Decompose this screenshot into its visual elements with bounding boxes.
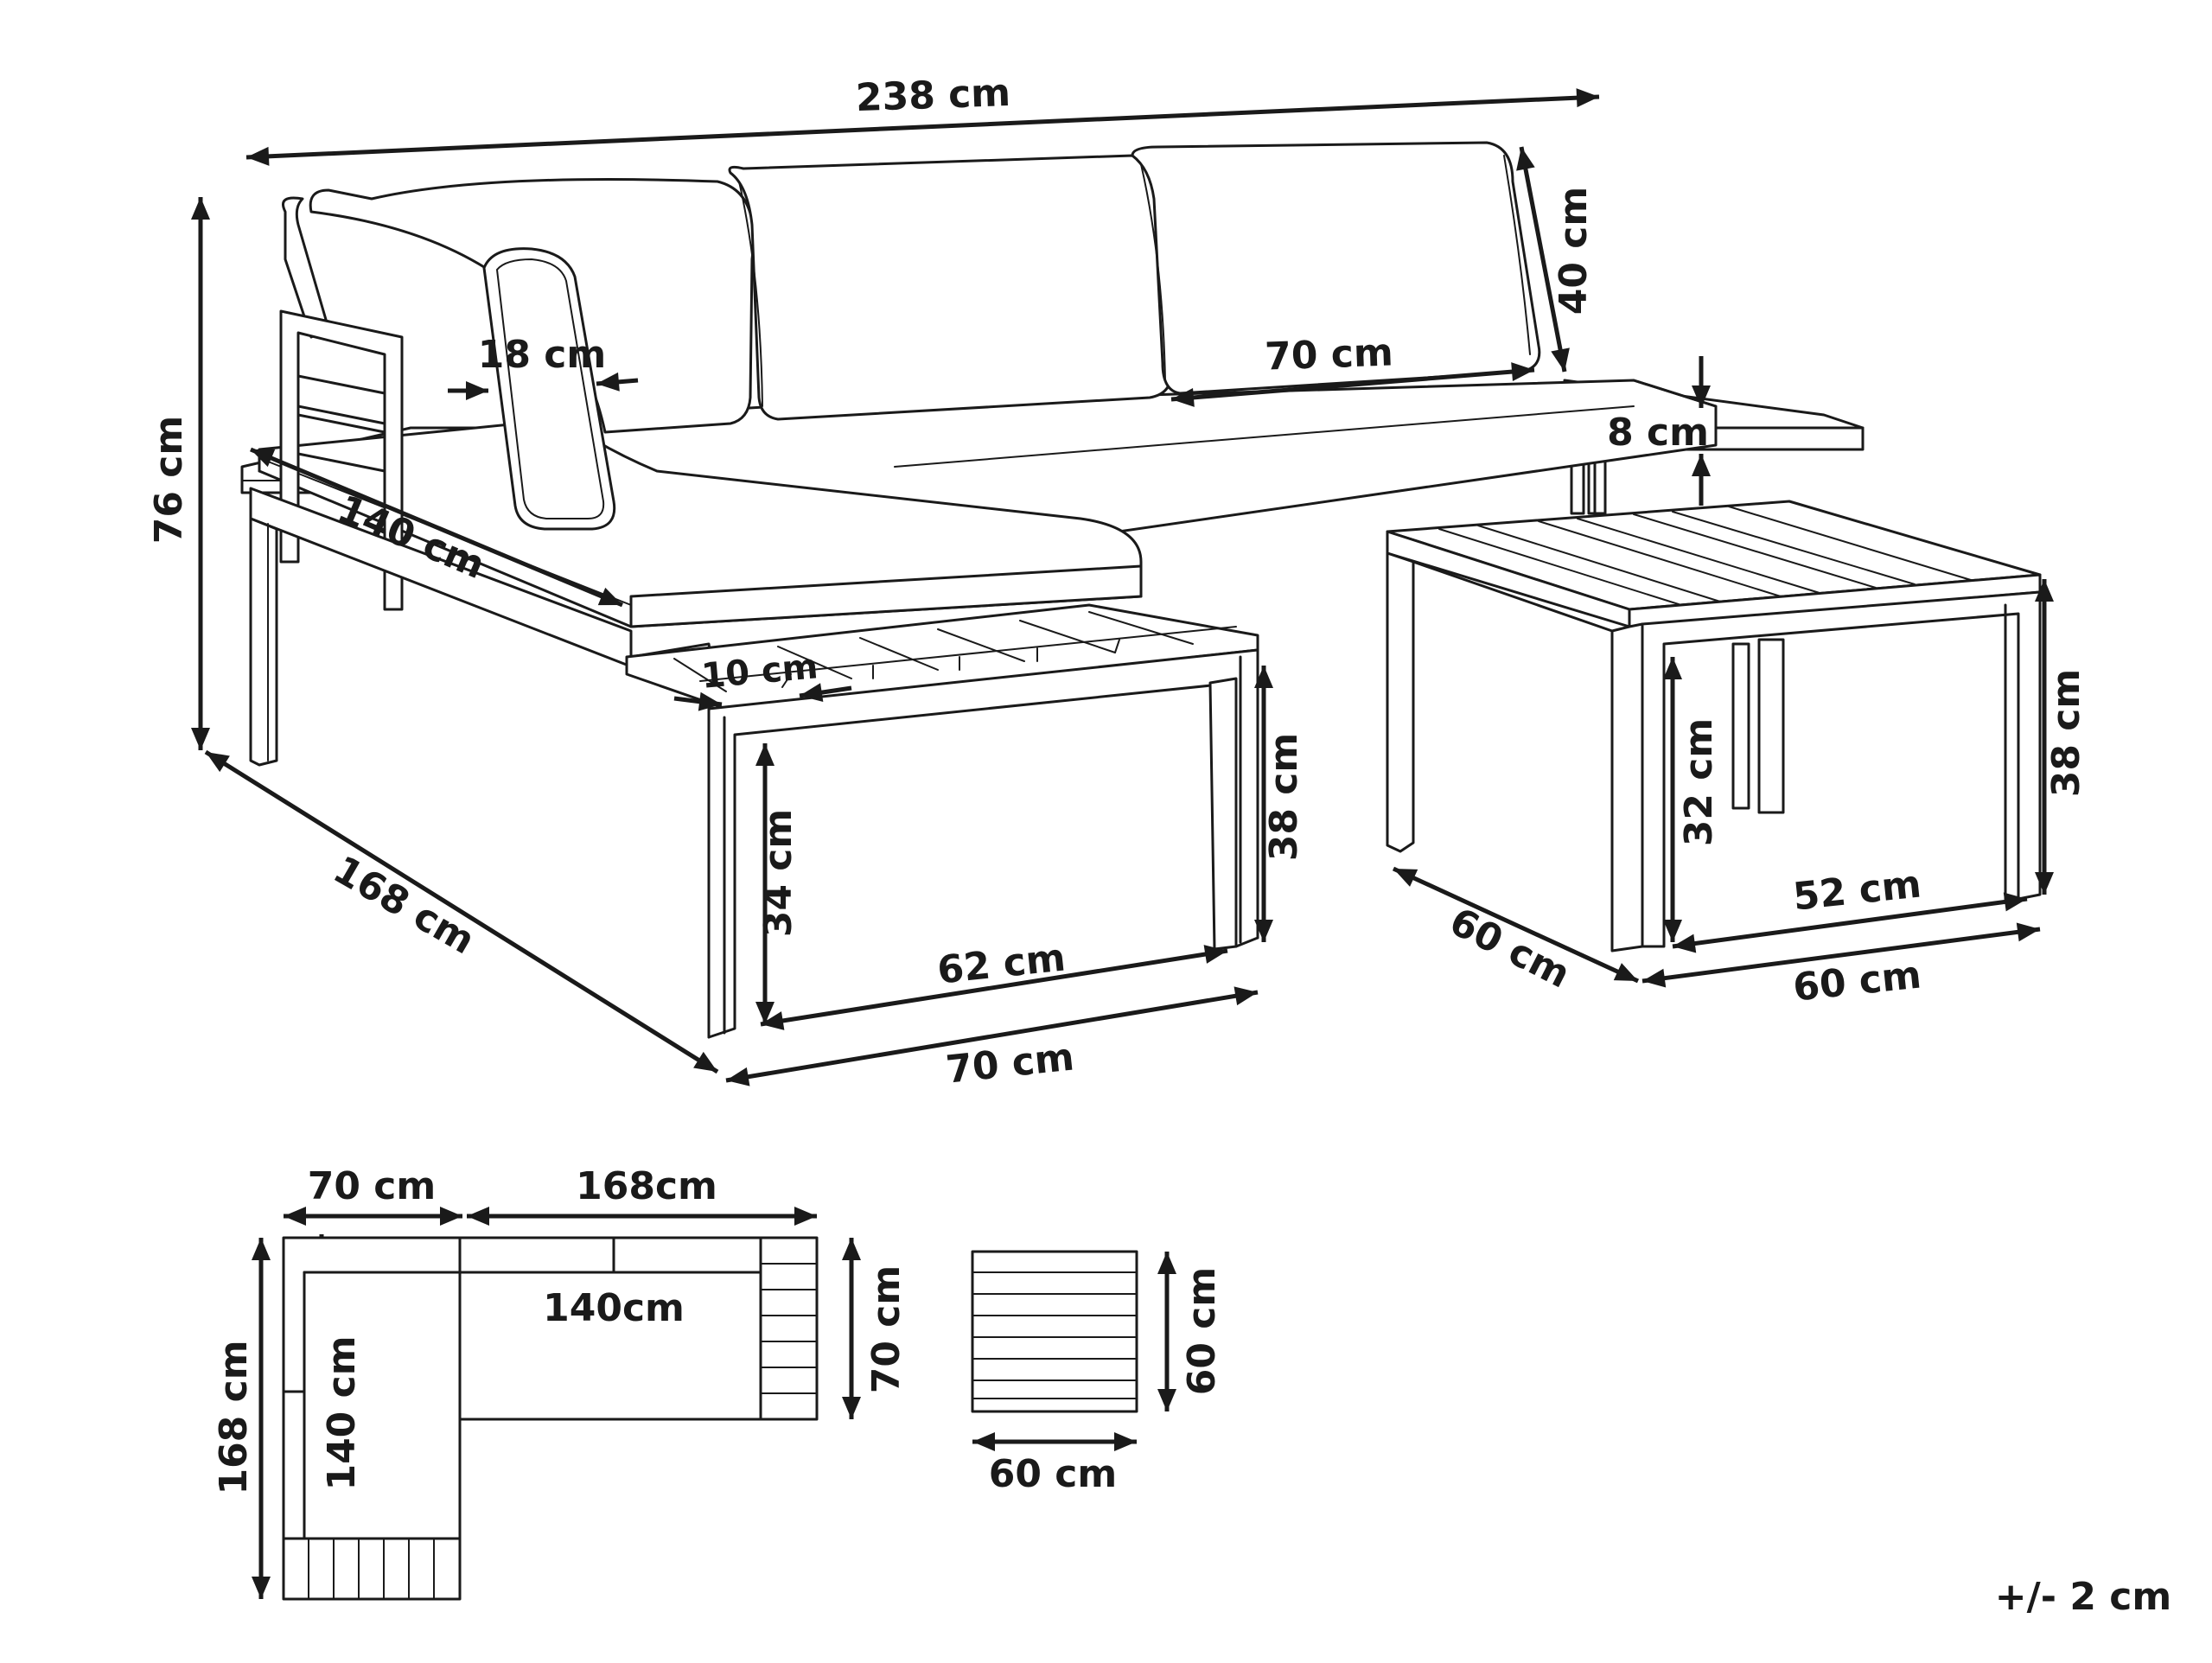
table-leg-front xyxy=(1610,622,1644,953)
label-backrest-height: 40 cm xyxy=(1552,187,1596,315)
label-total-width: 238 cm xyxy=(855,71,1011,120)
label-table-inner-width: 52 cm xyxy=(1791,862,1923,919)
arrowhead xyxy=(726,1067,750,1086)
arrowhead xyxy=(1692,454,1711,476)
arrowhead xyxy=(698,691,722,711)
arrowhead xyxy=(1157,1252,1176,1274)
arrowhead xyxy=(761,1011,785,1030)
arrowhead xyxy=(1393,869,1418,887)
plan-label-inner-length: 140cm xyxy=(543,1286,685,1330)
arrowhead xyxy=(467,1207,489,1226)
back-cushion-right xyxy=(1131,141,1541,395)
arrowhead xyxy=(755,743,775,766)
table-leg-left xyxy=(1386,551,1415,853)
arrowhead xyxy=(2035,579,2054,602)
arrowhead xyxy=(1511,362,1534,382)
arrowhead xyxy=(1157,1389,1176,1411)
dim-arrow-168 xyxy=(204,749,719,1074)
label-sofa-depth: 168 cm xyxy=(326,848,482,964)
dim-arrow-70-base xyxy=(725,990,1259,1083)
arrowhead xyxy=(972,1432,995,1451)
label-base-inner-height: 34 cm xyxy=(756,809,800,937)
dim-arrow-70-back xyxy=(1170,367,1535,402)
arrowhead xyxy=(1171,387,1195,407)
arrowhead xyxy=(1233,986,1258,1006)
arrowhead xyxy=(2035,872,2054,895)
dim-arrow-140 xyxy=(250,447,623,608)
side-table-drawing xyxy=(1386,500,2042,953)
plan-label-table-width: 60 cm xyxy=(989,1452,1117,1496)
arrowhead xyxy=(206,752,230,773)
left-armrest-frame xyxy=(279,309,404,611)
arrowhead xyxy=(800,683,824,703)
arrowhead xyxy=(252,1238,271,1260)
arrowhead xyxy=(284,1207,306,1226)
arrowhead xyxy=(1114,1432,1137,1451)
arrowhead xyxy=(596,372,620,392)
dim-arrow-52 xyxy=(1672,896,2028,949)
label-cushion-thickness: 8 cm xyxy=(1607,411,1709,455)
arrowhead xyxy=(842,1238,861,1260)
arrowhead xyxy=(597,587,622,606)
label-seat-height: 38 cm xyxy=(1262,733,1306,861)
plan-table-outline xyxy=(971,1250,1138,1413)
arrowhead xyxy=(755,1002,775,1024)
label-total-height: 76 cm xyxy=(147,416,191,544)
label-base-inner-width: 62 cm xyxy=(935,935,1068,992)
dim-arrow-60-width xyxy=(1641,927,2041,984)
dim-arrow-60-depth xyxy=(1392,866,1640,984)
plan-view-table xyxy=(971,1250,1138,1413)
arrowhead xyxy=(251,449,276,468)
arrowhead xyxy=(1613,963,1638,981)
arrowhead xyxy=(1576,88,1599,108)
arrowhead xyxy=(794,1207,817,1226)
dim-arrow-238 xyxy=(245,94,1600,160)
plan-label-top-right: 168cm xyxy=(576,1164,717,1208)
arrowhead xyxy=(466,381,488,400)
plan-label-table-depth: 60 cm xyxy=(1180,1267,1224,1395)
arrowhead xyxy=(1254,920,1273,942)
sofa-drawing xyxy=(240,141,1865,1039)
dim-arrow-62 xyxy=(760,948,1228,1027)
label-table-depth: 60 cm xyxy=(1443,900,1577,997)
arrowhead xyxy=(1642,968,1667,988)
arrowhead xyxy=(246,146,270,166)
arrowhead xyxy=(2003,892,2027,912)
arrowhead xyxy=(191,197,210,220)
arrowhead xyxy=(842,1397,861,1419)
plan-label-right-depth: 70 cm xyxy=(864,1265,908,1393)
arrowhead xyxy=(1663,657,1682,679)
table-back-leg xyxy=(1757,638,1785,814)
arrowhead xyxy=(693,1051,717,1072)
label-table-width: 60 cm xyxy=(1791,953,1923,1010)
label-table-height: 38 cm xyxy=(2044,669,2088,797)
label-armrest-cushion: 18 cm xyxy=(478,333,606,377)
plan-label-left-inner: 140 cm xyxy=(320,1335,364,1490)
label-back-cushion-width: 70 cm xyxy=(1264,330,1393,379)
left-leg xyxy=(249,517,278,767)
dim-arrow-40 xyxy=(1519,146,1567,373)
arrowhead xyxy=(2016,922,2040,942)
plan-view-sofa xyxy=(282,1236,819,1601)
arrowhead xyxy=(191,728,210,750)
arrowhead xyxy=(252,1577,271,1599)
plan-label-left-total: 168 cm xyxy=(212,1340,256,1494)
label-table-inner-height: 32 cm xyxy=(1677,718,1721,846)
armrest-cushion xyxy=(482,247,616,531)
arrowhead xyxy=(1254,666,1273,688)
back-cushion-middle xyxy=(728,154,1174,421)
arrowhead xyxy=(1516,147,1535,171)
plan-label-top-left: 70 cm xyxy=(308,1164,436,1208)
arrowhead xyxy=(440,1207,462,1226)
arrowhead xyxy=(1673,933,1697,953)
arrowhead xyxy=(1663,920,1682,942)
tolerance-note: +/- 2 cm xyxy=(1995,1575,2171,1619)
label-base-width: 70 cm xyxy=(944,1035,1076,1092)
arrowhead xyxy=(1551,347,1570,372)
arrowhead xyxy=(1692,385,1711,408)
arrowhead xyxy=(1203,945,1227,964)
